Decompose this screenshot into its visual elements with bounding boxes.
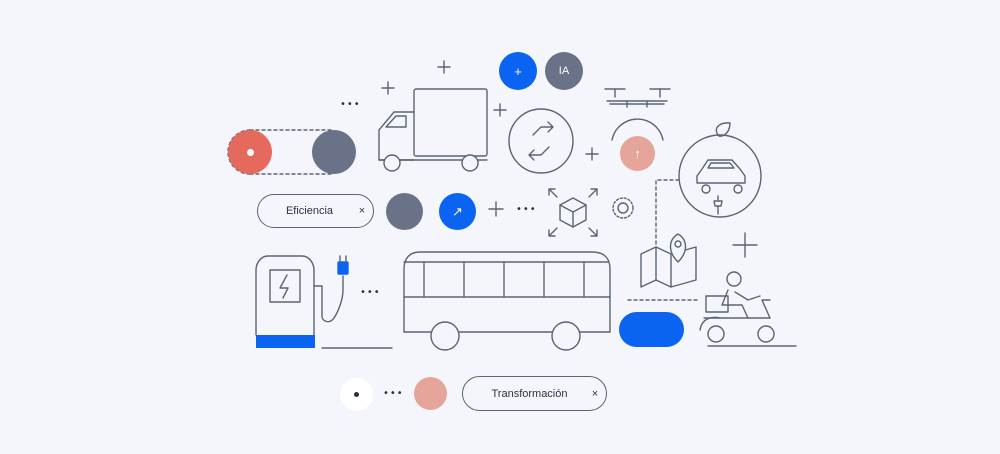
exchange-arrows-icon	[508, 108, 574, 174]
charging-station-icon	[255, 255, 393, 349]
upload-button[interactable]: ↑	[620, 136, 655, 171]
more-icon: •••	[360, 287, 381, 298]
charger-base	[256, 335, 315, 348]
box-icon	[548, 188, 598, 237]
arrow-up-right-icon: ↗	[452, 203, 463, 219]
more-icon: •••	[340, 99, 361, 110]
close-icon[interactable]: ×	[591, 387, 599, 400]
sparkle-icon	[732, 232, 758, 258]
sparkle-icon	[437, 60, 451, 74]
plus-icon: +	[514, 63, 522, 79]
add-button[interactable]: +	[499, 52, 537, 90]
chip-efficiency[interactable]: Eficiencia ×	[257, 194, 374, 228]
salmon-circle	[414, 377, 447, 410]
dot-icon	[246, 148, 254, 156]
electric-car-icon	[678, 122, 762, 218]
toggle-knob[interactable]	[228, 130, 272, 174]
close-icon[interactable]: ×	[358, 205, 366, 217]
sparkle-icon	[488, 201, 504, 217]
sparkle-icon	[493, 103, 507, 117]
toggle-end-circle	[312, 130, 356, 174]
chip-transformation[interactable]: Transformación ×	[462, 376, 607, 411]
dot-icon	[354, 392, 359, 397]
ai-label: IA	[558, 65, 570, 77]
slate-circle	[386, 193, 423, 230]
sparkle-icon	[585, 147, 599, 161]
more-icon: •••	[516, 204, 537, 215]
arrow-up-icon: ↑	[634, 146, 641, 161]
sparkle-icon	[381, 81, 395, 95]
drone-icon	[604, 88, 671, 141]
map-pin-icon	[640, 233, 697, 288]
open-link-button[interactable]: ↗	[439, 193, 476, 230]
truck-icon	[378, 88, 488, 172]
pill-button[interactable]	[619, 312, 684, 347]
more-icon: •••	[383, 388, 404, 399]
delivery-scooter-icon	[699, 271, 797, 347]
charging-plug-icon	[337, 255, 349, 275]
chip-label: Eficiencia	[285, 205, 334, 217]
white-radio[interactable]	[340, 378, 373, 411]
bus-icon	[403, 251, 611, 351]
chip-label: Transformación	[491, 387, 568, 400]
ai-badge[interactable]: IA	[545, 52, 583, 90]
route-connector	[655, 179, 680, 246]
target-icon	[612, 197, 634, 219]
